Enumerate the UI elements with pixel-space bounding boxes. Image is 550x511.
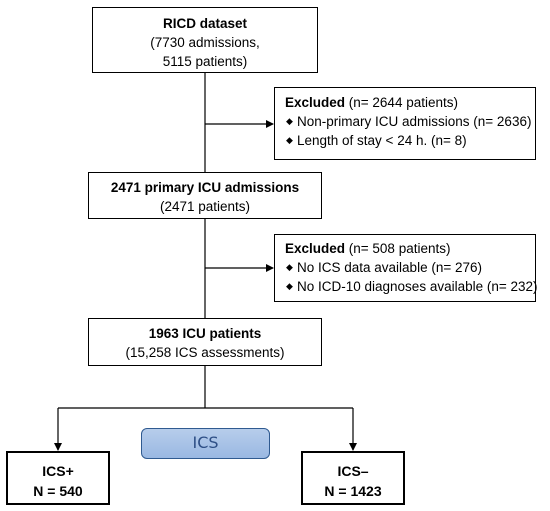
exclusion-1-item: ◆ Length of stay < 24 h. (n= 8) bbox=[285, 131, 527, 150]
ics-negative-label: ICS– bbox=[337, 463, 369, 479]
exclusion-2-item: ◆ No ICS data available (n= 276) bbox=[285, 258, 527, 277]
primary-admissions-patients: (2471 patients) bbox=[159, 199, 251, 214]
icu-assessments: (15,258 ICS assessments) bbox=[125, 345, 285, 360]
exclusion-2-item-text: No ICS data available (n= 276) bbox=[297, 260, 482, 275]
exclusion-2-list: ◆ No ICS data available (n= 276) ◆ No ICD-… bbox=[285, 258, 538, 296]
bullet-icon: ◆ bbox=[286, 135, 293, 145]
bullet-icon: ◆ bbox=[286, 116, 293, 126]
exclusion-1-item-text: Non-primary ICU admissions (n= 2636) bbox=[297, 114, 532, 129]
exclusion-1-item-text: Length of stay < 24 h. (n= 8) bbox=[297, 133, 467, 148]
ics-split-label: ICS bbox=[141, 428, 270, 459]
exclusion-1-heading: Excluded (n= 2644 patients) bbox=[285, 93, 527, 112]
exclusion-1-heading-bold: Excluded bbox=[285, 95, 346, 110]
exclusion-1-list: ◆ Non-primary ICU admissions (n= 2636) ◆ L… bbox=[285, 112, 531, 150]
ics-positive-label: ICS+ bbox=[42, 463, 74, 479]
dataset-admissions: (7730 admissions, bbox=[150, 35, 260, 50]
dataset-patients: 5115 patients) bbox=[162, 54, 248, 69]
exclusion-1-heading-count: (n= 2644 patients) bbox=[345, 95, 458, 110]
exclusion-2-item-text: No ICD-10 diagnoses available (n= 232) bbox=[297, 279, 538, 294]
exclusion-2-item: ◆ No ICD-10 diagnoses available (n= 232) bbox=[285, 277, 538, 296]
icu-patients-title: 1963 ICU patients bbox=[148, 326, 262, 341]
ics-negative-box: ICS– N = 1423 bbox=[301, 451, 405, 505]
ics-positive-box: ICS+ N = 540 bbox=[6, 451, 110, 505]
ics-positive-count: N = 540 bbox=[33, 483, 83, 499]
exclusion-box-1: Excluded (n= 2644 patients) ◆ Non-primary… bbox=[274, 87, 536, 160]
primary-admissions-title: 2471 primary ICU admissions bbox=[110, 180, 300, 195]
dataset-box: RICD dataset (7730 admissions, 5115 pati… bbox=[92, 7, 318, 73]
exclusion-1-item: ◆ Non-primary ICU admissions (n= 2636) bbox=[285, 112, 531, 131]
icu-patients-box: 1963 ICU patients (15,258 ICS assessment… bbox=[88, 318, 322, 366]
dataset-title: RICD dataset bbox=[162, 16, 248, 31]
bullet-icon: ◆ bbox=[286, 281, 293, 291]
exclusion-box-2: Excluded (n= 508 patients) ◆ No ICS data … bbox=[274, 234, 538, 302]
exclusion-2-heading-bold: Excluded bbox=[285, 241, 346, 256]
exclusion-2-heading: Excluded (n= 508 patients) bbox=[285, 239, 527, 258]
bullet-icon: ◆ bbox=[286, 262, 293, 272]
ics-negative-count: N = 1423 bbox=[324, 483, 382, 499]
exclusion-2-heading-count: (n= 508 patients) bbox=[345, 241, 451, 256]
primary-admissions-box: 2471 primary ICU admissions (2471 patien… bbox=[88, 172, 322, 219]
